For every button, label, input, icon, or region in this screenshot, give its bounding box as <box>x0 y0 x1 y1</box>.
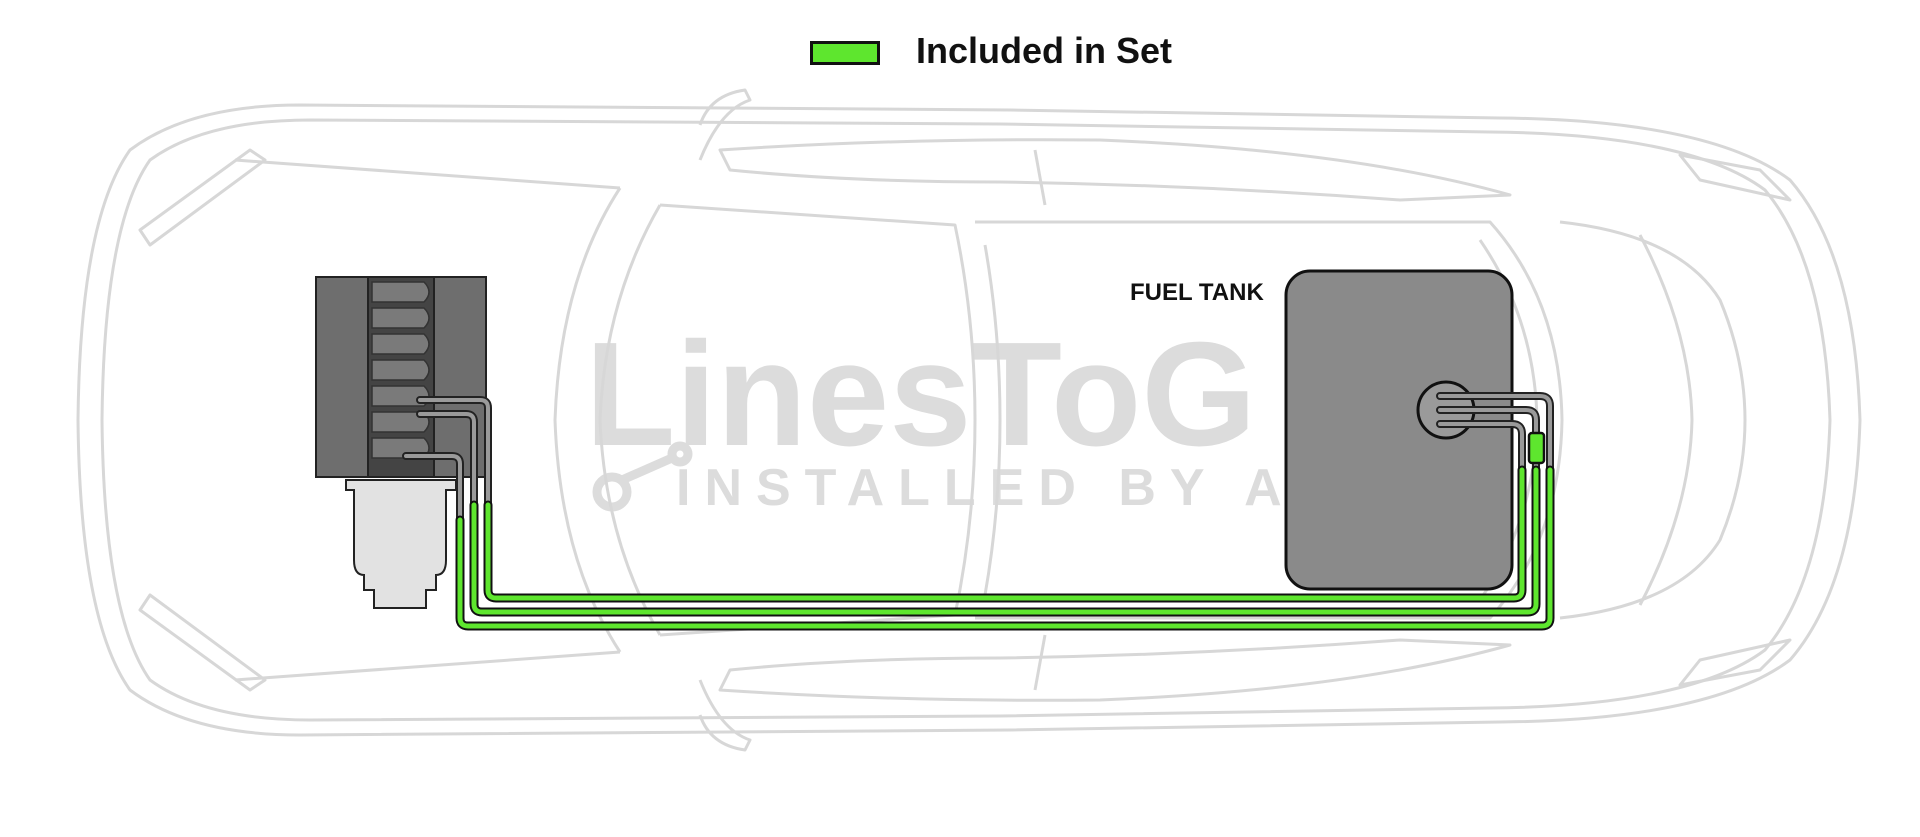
car-outline <box>76 88 1862 752</box>
watermark: LinesToG INSTALLED BY AL <box>585 312 1341 517</box>
legend-label: Included in Set <box>916 30 1173 71</box>
engine-block <box>315 276 487 609</box>
fuel-lines <box>402 392 1555 631</box>
watermark-sub: INSTALLED BY AL <box>676 459 1341 517</box>
fuel-tank <box>1284 269 1514 591</box>
fuel-tank-label: FUEL TANK <box>1130 279 1264 306</box>
watermark-main: LinesToG <box>585 312 1257 477</box>
fuel-filter <box>1527 431 1546 465</box>
legend-swatch <box>810 41 880 65</box>
